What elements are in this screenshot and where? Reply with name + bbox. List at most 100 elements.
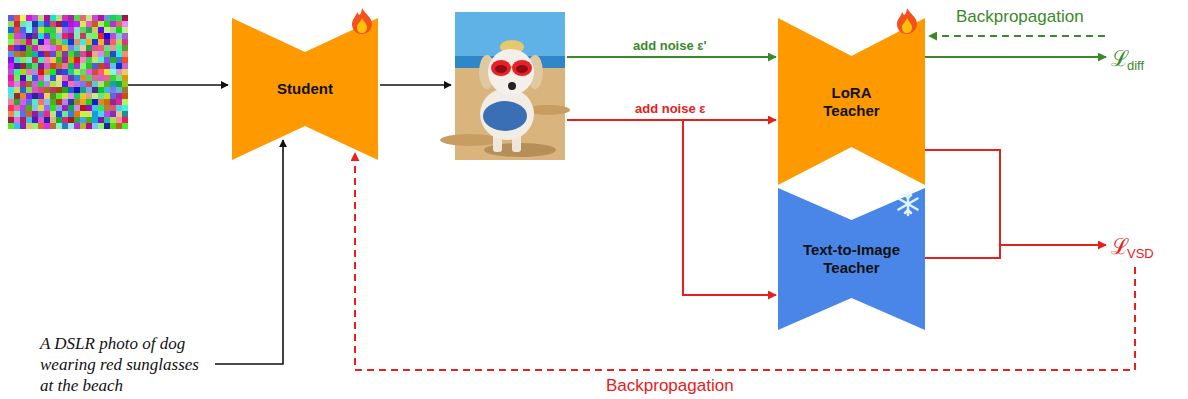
- noise-pixel: [32, 63, 38, 69]
- noise-pixel: [104, 81, 110, 87]
- noise-pixel: [104, 99, 110, 105]
- noise-pixel: [116, 81, 122, 87]
- flame-core: [902, 18, 912, 33]
- noise-pixel: [74, 99, 80, 105]
- noise-pixel: [38, 45, 44, 51]
- noise-pixel: [74, 57, 80, 63]
- noise-pixel: [62, 81, 68, 87]
- noise-pixel: [104, 33, 110, 39]
- noise-pixel: [92, 21, 98, 27]
- noise-pixel: [110, 111, 116, 117]
- noise-pixel: [104, 27, 110, 33]
- noise-pixel: [80, 33, 86, 39]
- dog-body: [480, 88, 534, 140]
- noise-pixel: [50, 27, 56, 33]
- noise-pixel: [26, 75, 32, 81]
- noise-pixel: [50, 99, 56, 105]
- noise-pixel: [44, 75, 50, 81]
- noise-pixel: [74, 123, 80, 129]
- noise-pixel: [122, 33, 128, 39]
- noise-pixel: [122, 63, 128, 69]
- noise-pixel: [14, 15, 20, 21]
- noise-pixel: [44, 93, 50, 99]
- noise-pixel: [122, 111, 128, 117]
- noise-pixel: [26, 15, 32, 21]
- loss-symbol: ℒ: [1111, 230, 1129, 260]
- noise-pixel: [50, 123, 56, 129]
- noise-pixel: [98, 21, 104, 27]
- noise-pixel: [32, 117, 38, 123]
- noise-pixel: [92, 93, 98, 99]
- noise-pixel: [50, 33, 56, 39]
- noise-pixel: [26, 21, 32, 27]
- noise-pixel: [98, 117, 104, 123]
- noise-pixel: [38, 63, 44, 69]
- noise-pixel: [20, 111, 26, 117]
- noise-pixel: [38, 57, 44, 63]
- noise-pixel: [116, 27, 122, 33]
- noise-pixel: [32, 45, 38, 51]
- noise-pixel: [68, 33, 74, 39]
- noise-pixel: [110, 21, 116, 27]
- noise-pixel: [8, 105, 14, 111]
- noise-pixel: [62, 117, 68, 123]
- noise-pixel: [56, 45, 62, 51]
- noise-pixel: [98, 123, 104, 129]
- noise-pixel: [32, 87, 38, 93]
- noise-pixel: [38, 93, 44, 99]
- noise-pixel: [62, 33, 68, 39]
- noise-pixel: [38, 87, 44, 93]
- noise-pixel: [86, 69, 92, 75]
- noise-pixel: [50, 117, 56, 123]
- noise-pixel: [92, 87, 98, 93]
- noise-arrow: [683, 120, 776, 295]
- noise-pixel: [32, 111, 38, 117]
- noise-pixel: [20, 15, 26, 21]
- noise-pixel: [26, 87, 32, 93]
- network-name: LoRA Teacher: [817, 84, 887, 120]
- noise-pixel: [116, 69, 122, 75]
- noise-pixel: [92, 117, 98, 123]
- noise-pixel: [80, 45, 86, 51]
- noise-pixel: [116, 93, 122, 99]
- noise-pixel: [20, 57, 26, 63]
- noise-pixel: [32, 105, 38, 111]
- network-shape: [778, 188, 925, 330]
- noise-pixel: [20, 75, 26, 81]
- noise-pixel: [62, 105, 68, 111]
- noise-pixel: [44, 15, 50, 21]
- noise-pixel: [86, 123, 92, 129]
- noise-pixel: [50, 39, 56, 45]
- generated-image: [440, 12, 570, 160]
- noise-pixel: [56, 75, 62, 81]
- backprop-label: Backpropagation: [956, 7, 1084, 27]
- noise-pixel: [98, 69, 104, 75]
- noise-pixel: [80, 57, 86, 63]
- noise-pixel: [62, 63, 68, 69]
- noise-pixel: [26, 57, 32, 63]
- noise-pixel: [86, 21, 92, 27]
- noise-pixel: [92, 69, 98, 75]
- noise-pixel: [14, 87, 20, 93]
- noise-pixel: [74, 45, 80, 51]
- noise-pixel: [8, 87, 14, 93]
- noise-pixel: [8, 21, 14, 27]
- noise-pixel: [74, 111, 80, 117]
- noise-pixel: [122, 21, 128, 27]
- noise-pixel: [8, 117, 14, 123]
- noise-label: add noise ε': [633, 38, 707, 53]
- noise-pixel: [8, 75, 14, 81]
- noise-pixel: [38, 99, 44, 105]
- noise-pixel: [98, 111, 104, 117]
- noise-pixel: [104, 117, 110, 123]
- noise-pixel: [38, 39, 44, 45]
- teacher-output-line: [925, 150, 1000, 245]
- noise-pixel: [44, 33, 50, 39]
- noise-arrow: [567, 56, 776, 58]
- network-shape: [778, 18, 925, 185]
- sunglasses-shade: [516, 65, 528, 73]
- loss-subscript: diff: [1127, 58, 1144, 73]
- noise-pixel: [122, 87, 128, 93]
- noise-pixel: [14, 75, 20, 81]
- noise-pixel: [50, 111, 56, 117]
